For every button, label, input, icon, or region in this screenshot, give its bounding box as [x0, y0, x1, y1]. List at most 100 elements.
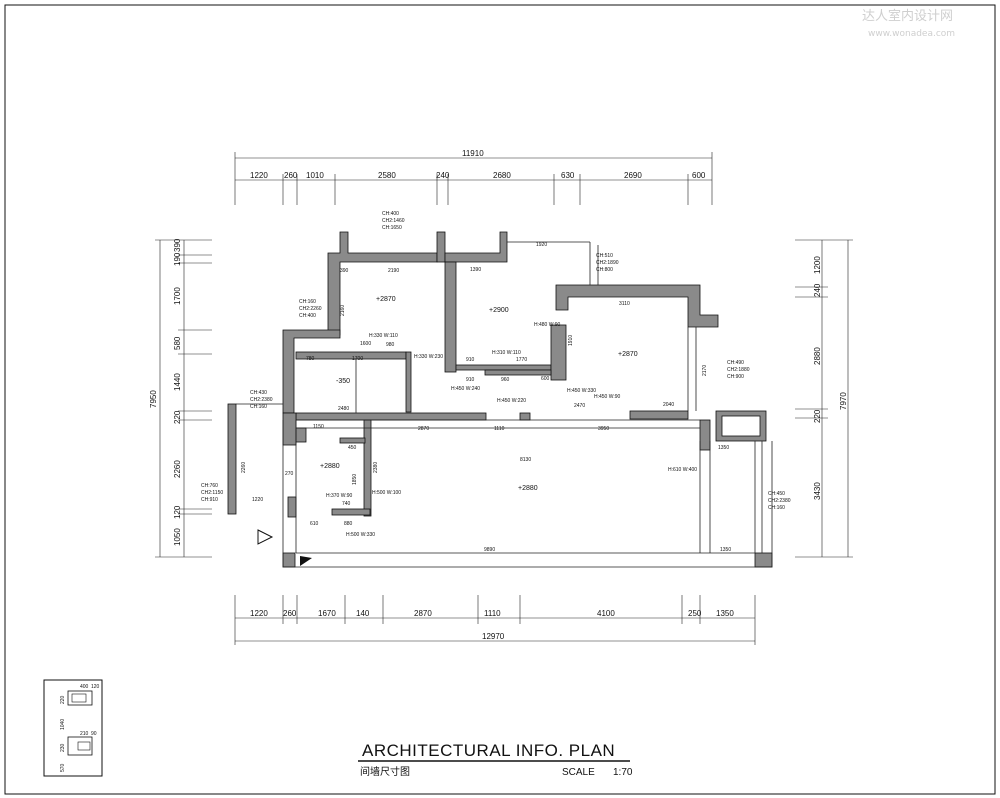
- dim-label: 910: [466, 357, 475, 363]
- bottom-dim-2: 260: [283, 609, 297, 618]
- svg-text:CH:400: CH:400: [382, 211, 399, 217]
- dim-label: 390: [340, 268, 349, 274]
- svg-text:H:310 W:110: H:310 W:110: [492, 350, 521, 356]
- dim-label: 3110: [619, 301, 630, 307]
- top-dim-4: 2580: [378, 171, 396, 180]
- svg-text:CH:900: CH:900: [727, 374, 744, 380]
- svg-text:210: 210: [80, 731, 89, 737]
- legend-box: 400 120 220 1040 210 90 230 570: [43, 679, 103, 777]
- dim-label: 2380: [373, 462, 379, 473]
- drawing-title: ARCHITECTURAL INFO. PLAN: [362, 741, 615, 760]
- svg-text:CH:1650: CH:1650: [382, 225, 402, 231]
- dim-label: 2470: [574, 403, 585, 409]
- bottom-dim-7: 4100: [597, 609, 615, 618]
- dim-label: 2870: [418, 426, 429, 432]
- dim-label: 1700: [352, 356, 363, 362]
- svg-text:H:480 W:90: H:480 W:90: [534, 322, 561, 328]
- svg-text:120: 120: [91, 684, 100, 690]
- svg-text:CH:430: CH:430: [250, 390, 267, 396]
- left-dim-2: 190: [173, 252, 182, 266]
- svg-text:H:450 W:90: H:450 W:90: [594, 394, 621, 400]
- svg-text:CH2:1890: CH2:1890: [596, 260, 619, 266]
- bottom-dimension-chain: 1220 260 1670 140 2870 1110 4100 250 135…: [234, 595, 756, 645]
- bottom-dim-1: 1220: [250, 609, 268, 618]
- right-dim-5: 3430: [813, 482, 822, 500]
- dim-label: 1350: [718, 445, 729, 451]
- interior-dims: 390 2190 2160 1600 980 1700 780 2480 192…: [241, 242, 731, 553]
- svg-text:CH:510: CH:510: [596, 253, 613, 259]
- dim-label: 1770: [516, 357, 527, 363]
- bottom-total-dim: 12970: [482, 632, 505, 641]
- left-dim-4: 580: [173, 336, 182, 350]
- dim-label: 1390: [470, 267, 481, 273]
- svg-text:220: 220: [60, 695, 66, 704]
- svg-text:CH:400: CH:400: [299, 313, 316, 319]
- level-room-1: +2870: [376, 296, 396, 303]
- dim-label: 270: [285, 471, 294, 477]
- top-dim-3: 1010: [306, 171, 324, 180]
- right-dim-3: 2880: [813, 347, 822, 365]
- svg-text:CH2:2380: CH2:2380: [768, 498, 791, 504]
- bottom-dim-8: 250: [688, 609, 702, 618]
- dim-label: 2040: [663, 402, 674, 408]
- svg-text:H:450 W:330: H:450 W:330: [567, 388, 596, 394]
- right-dim-1: 1200: [813, 256, 822, 274]
- dim-label: 740: [342, 501, 351, 507]
- dim-label: 3950: [598, 426, 609, 432]
- top-dim-5: 240: [436, 171, 450, 180]
- dim-label: 450: [348, 445, 357, 451]
- svg-text:400: 400: [80, 684, 89, 690]
- svg-text:CH:450: CH:450: [768, 491, 785, 497]
- dim-label: 1350: [720, 547, 731, 553]
- dim-label: 2190: [388, 268, 399, 274]
- dim-label: 1110: [494, 426, 505, 432]
- right-dim-2: 240: [813, 283, 822, 297]
- svg-text:90: 90: [91, 731, 97, 737]
- left-dim-1: 390: [173, 238, 182, 252]
- dim-label: 880: [344, 521, 353, 527]
- level-room-4: -350: [336, 378, 350, 385]
- bottom-dim-3: 1670: [318, 609, 336, 618]
- dim-label: 1600: [360, 341, 371, 347]
- svg-text:CH:910: CH:910: [201, 497, 218, 503]
- left-total-dim: 7950: [149, 390, 158, 408]
- ceiling-height-notes: CH:400 CH2:1460 CH:1650 CH:160 CH2:2260 …: [201, 211, 791, 511]
- right-dim-4: 220: [813, 409, 822, 423]
- left-dim-3: 1700: [173, 287, 182, 305]
- svg-text:CH2:1150: CH2:1150: [201, 490, 223, 496]
- svg-text:H:500 W:100: H:500 W:100: [372, 490, 401, 496]
- level-room-5: +2880: [320, 463, 340, 470]
- left-dim-8: 120: [173, 505, 182, 519]
- walls: [227, 231, 773, 568]
- dim-label: 910: [466, 377, 475, 383]
- sheet-border: [4, 4, 996, 795]
- svg-text:CH2:2380: CH2:2380: [250, 397, 273, 403]
- drawing-subtitle: 间墙尺寸图: [360, 765, 410, 778]
- svg-text:CH:490: CH:490: [727, 360, 744, 366]
- dim-label: 2160: [340, 305, 346, 316]
- dim-label: 1910: [568, 335, 574, 346]
- svg-text:CH2:1880: CH2:1880: [727, 367, 750, 373]
- svg-text:H:450 W:240: H:450 W:240: [451, 386, 480, 392]
- dim-label: 8130: [520, 457, 531, 463]
- svg-text:H:370 W:90: H:370 W:90: [326, 493, 353, 499]
- svg-text:CH:760: CH:760: [201, 483, 218, 489]
- svg-text:H:330 W:110: H:330 W:110: [369, 333, 398, 339]
- opening-notes: H:330 W:110 H:330 W:230 H:310 W:110 H:48…: [326, 322, 697, 538]
- dim-label: 1220: [252, 497, 263, 503]
- svg-text:H:500 W:330: H:500 W:330: [346, 532, 375, 538]
- svg-text:H:330 W:230: H:330 W:230: [414, 354, 443, 360]
- svg-text:H:450 W:220: H:450 W:220: [497, 398, 526, 404]
- right-total-dim: 7970: [839, 392, 848, 410]
- dim-label: 610: [310, 521, 319, 527]
- bottom-dim-9: 1350: [716, 609, 734, 618]
- svg-text:230: 230: [60, 743, 66, 752]
- svg-text:CH:160: CH:160: [299, 299, 316, 305]
- top-dimension-chain: 11910 1220 260 1010 2580 240 2680 630 26…: [234, 149, 713, 205]
- dim-label: 780: [306, 356, 315, 362]
- door-marker-icon: [300, 556, 312, 566]
- top-dim-7: 630: [561, 171, 575, 180]
- svg-text:CH:800: CH:800: [596, 267, 613, 273]
- outline-lines: [236, 241, 773, 568]
- svg-text:CH:160: CH:160: [768, 505, 785, 511]
